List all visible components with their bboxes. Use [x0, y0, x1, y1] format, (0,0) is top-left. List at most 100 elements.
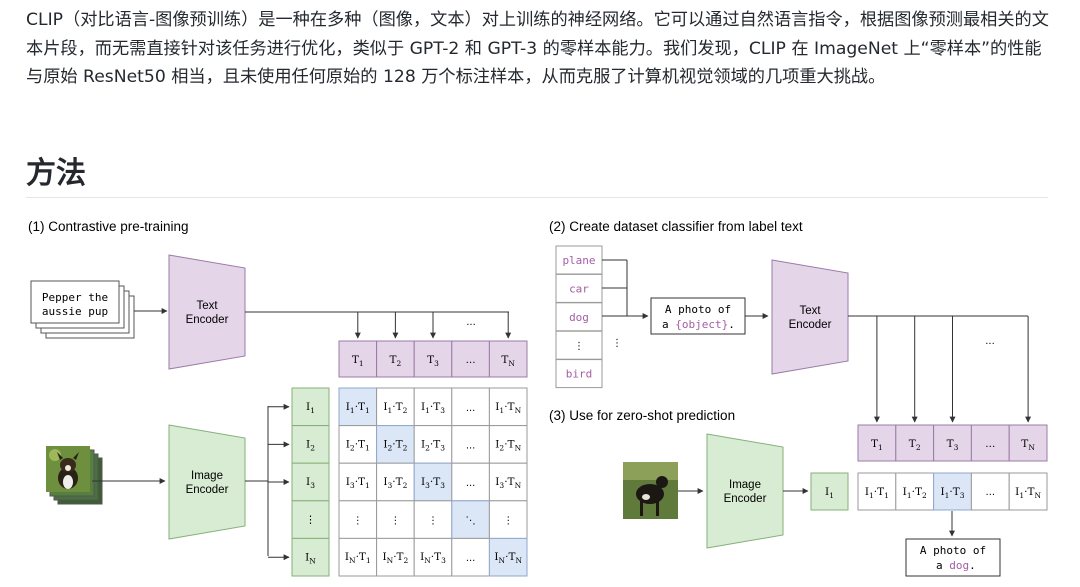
text-embedding-label-2: T2 [390, 354, 402, 368]
matrix-cell-label: I2·TN [495, 438, 521, 452]
image-embedding-2: I2 [291, 425, 330, 464]
image-encoder-label-1: Image [191, 470, 223, 482]
text-encoder-2-label-2: Encoder [789, 319, 832, 331]
matrix-cell-1-4: ... [451, 387, 490, 427]
matrix-cell-label: I3·T2 [383, 476, 407, 490]
label-list: plane car dog ⋮ bird [555, 245, 603, 389]
label-item-3: dog [555, 302, 603, 332]
matrix-cell-label: IN·TN [494, 551, 522, 565]
matrix-cell-3-3: I3·T3 [413, 462, 453, 502]
label-text: dog [569, 311, 589, 324]
image-embedding-3: I3 [291, 462, 330, 502]
image-encoder-block-2: Image Encoder [706, 433, 784, 549]
zero-shot-score-label: I1·T3 [940, 486, 964, 500]
zero-shot-score-label: I1·TN [1015, 486, 1041, 500]
matrix-dots: ⋮ [390, 516, 400, 527]
matrix-cell-5-5: IN·TN [488, 537, 528, 577]
matrix-cell-5-2: IN·T2 [376, 537, 415, 577]
matrix-cell-4-4: ⋱ [451, 500, 490, 539]
zero-shot-text-embedding-3: T3 [933, 424, 972, 462]
text-embedding-2: T2 [376, 340, 415, 378]
label-item-4: ⋮ [555, 330, 603, 360]
zero-shot-photo [623, 462, 678, 519]
text-card-line-2: aussie pup [42, 305, 108, 318]
label-item-1: plane [555, 245, 603, 275]
zero-shot-score-1: I1·T1 [857, 472, 897, 511]
matrix-dots: ⋮ [428, 516, 438, 527]
text-encoder-block: Text Encoder [168, 254, 246, 370]
matrix-cell-1-3: I1·T3 [413, 387, 453, 427]
text-encoder-2-label-1: Text [799, 305, 821, 317]
label-text: car [569, 282, 589, 295]
zero-shot-text-embedding-2: T2 [895, 424, 935, 462]
matrix-cell-label: I3·TN [495, 476, 521, 490]
image-embedding-4: ⋮ [291, 500, 330, 539]
result-line-2: a dog. [936, 559, 976, 572]
matrix-cell-2-1: I2·T1 [338, 425, 378, 464]
text-embedding-5: TN [488, 340, 528, 378]
label-list-side-dots: ⋮ [612, 338, 622, 349]
zero-shot-text-embedding-row: T1 T2 T3... TN [857, 424, 1048, 462]
label-item-2: car [555, 273, 603, 303]
label-text: bird [566, 368, 593, 381]
prompt-line-1: A photo of [665, 303, 731, 316]
label-text: plane [562, 254, 595, 267]
svg-text:I1: I1 [825, 486, 834, 500]
matrix-cell-3-5: I3·TN [488, 462, 528, 502]
image-encoder-label-2: Encoder [186, 484, 229, 496]
prompt-template-box: A photo of a {object}. [650, 297, 746, 335]
text-embedding-4: ... [451, 340, 490, 378]
matrix-dots: ... [466, 553, 476, 564]
matrix-cell-label: I2·T3 [421, 438, 445, 452]
image-embedding-label-1: I1 [306, 401, 315, 415]
matrix-dots: ... [466, 403, 476, 414]
zero-shot-text-embedding-5: TN [1008, 424, 1048, 462]
zero-shot-score-4: ... [970, 472, 1010, 511]
matrix-cell-label: I2·T2 [383, 438, 407, 452]
zero-shot-text-embedding-label-2: T2 [909, 438, 921, 452]
label-text: ⋮ [574, 341, 584, 352]
matrix-cell-4-2: ⋮ [376, 500, 415, 539]
matrix-cell-label: IN·T3 [420, 551, 446, 565]
section-divider [26, 197, 1048, 198]
section-title: 方法 [26, 156, 86, 191]
matrix-cell-label: I1·T2 [383, 401, 407, 415]
matrix-cell-label: I3·T1 [346, 476, 370, 490]
text-card-line-1: Pepper the [42, 291, 108, 304]
matrix-cell-label: IN·T2 [382, 551, 408, 565]
result-line-1: A photo of [920, 544, 986, 557]
image-embedding-label-2: I2 [306, 439, 315, 453]
zero-shot-text-embedding-4: ... [970, 424, 1010, 462]
label-item-5: bird [555, 359, 603, 389]
text-embedding-label-5: TN [501, 354, 515, 368]
matrix-cell-label: IN·T1 [345, 551, 371, 565]
zero-shot-score-2: I1·T2 [895, 472, 935, 511]
text-encoder-block-2: Text Encoder [771, 259, 849, 375]
zero-shot-score-label: I1·T1 [865, 486, 889, 500]
intro-paragraph: CLIP（对比语言-图像预训练）是一种在多种（图像，文本）对上训练的神经网络。它… [26, 10, 1049, 87]
panel3-caption: (3) Use for zero-shot prediction [549, 408, 735, 423]
zero-shot-score-label: I1·T2 [903, 486, 927, 500]
image-embedding-1: I1 [291, 387, 330, 427]
matrix-cell-1-5: I1·TN [488, 387, 528, 427]
matrix-cell-label: I3·T3 [421, 476, 445, 490]
matrix-cell-label: I1·TN [495, 401, 521, 415]
text-encoder-label-1: Text [196, 300, 218, 312]
zero-shot-score-row: I1·T1 I1·T2 I1·T3... I1·TN [857, 472, 1048, 511]
matrix-cell-5-1: IN·T1 [338, 537, 378, 577]
zero-shot-image-embedding: I1 [810, 472, 849, 511]
dog-image-stack [46, 446, 103, 505]
zero-shot-text-embedding-label-4: ... [985, 438, 995, 450]
zero-shot-text-embedding-label-1: T1 [871, 438, 883, 452]
zero-shot-text-embedding-label-5: TN [1021, 438, 1035, 452]
matrix-dots: ⋱ [466, 516, 476, 527]
matrix-dots: ... [466, 440, 476, 451]
matrix-cell-3-1: I3·T1 [338, 462, 378, 502]
matrix-cell-5-3: IN·T3 [413, 537, 453, 577]
matrix-cell-label: I1·T1 [346, 401, 370, 415]
prompt-line-2: a {object}. [662, 318, 735, 331]
image-embedding-label-4: ⋮ [305, 514, 316, 526]
matrix-cell-4-1: ⋮ [338, 500, 378, 539]
